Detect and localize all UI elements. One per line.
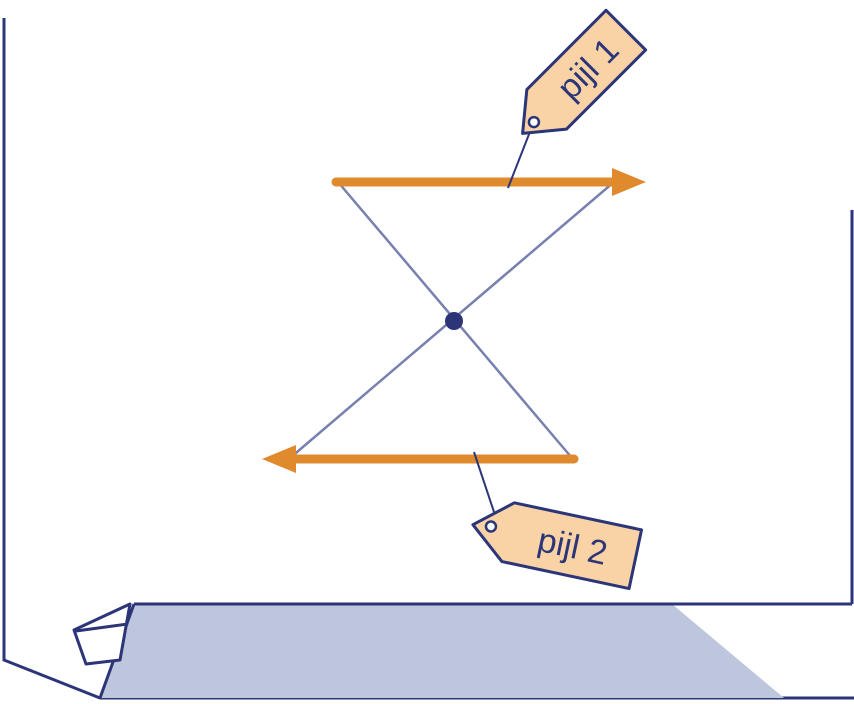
box-outline [2, 18, 854, 700]
center-point [445, 312, 463, 330]
holder-block [72, 602, 132, 666]
screen-plane [100, 604, 784, 698]
arrow-1 [331, 168, 646, 196]
tag-2-string [473, 451, 497, 519]
tag-1-shape [521, 8, 648, 135]
tag-2-shape [471, 501, 644, 591]
arrow-1-head [612, 168, 646, 196]
tag-2: pijl 2 [471, 501, 644, 591]
tag-1: pijl 1 [521, 8, 648, 135]
holder-block-edge [75, 622, 129, 633]
tag-2-hole [484, 520, 498, 533]
tag-1-string [507, 123, 534, 189]
arrow-2-head [262, 445, 296, 473]
tag-1-hole [527, 115, 541, 129]
arrow-2 [262, 445, 579, 473]
